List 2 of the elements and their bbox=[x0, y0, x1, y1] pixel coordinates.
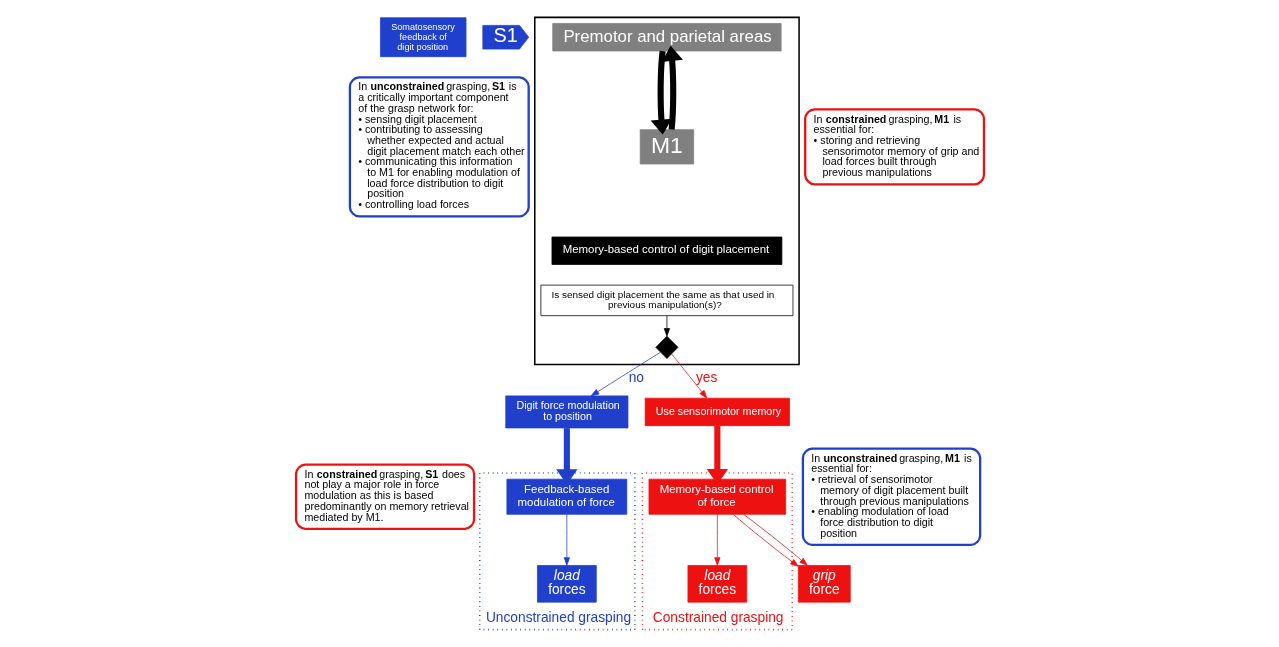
edge-label: yes bbox=[695, 369, 717, 385]
edge-label: no bbox=[628, 369, 644, 385]
